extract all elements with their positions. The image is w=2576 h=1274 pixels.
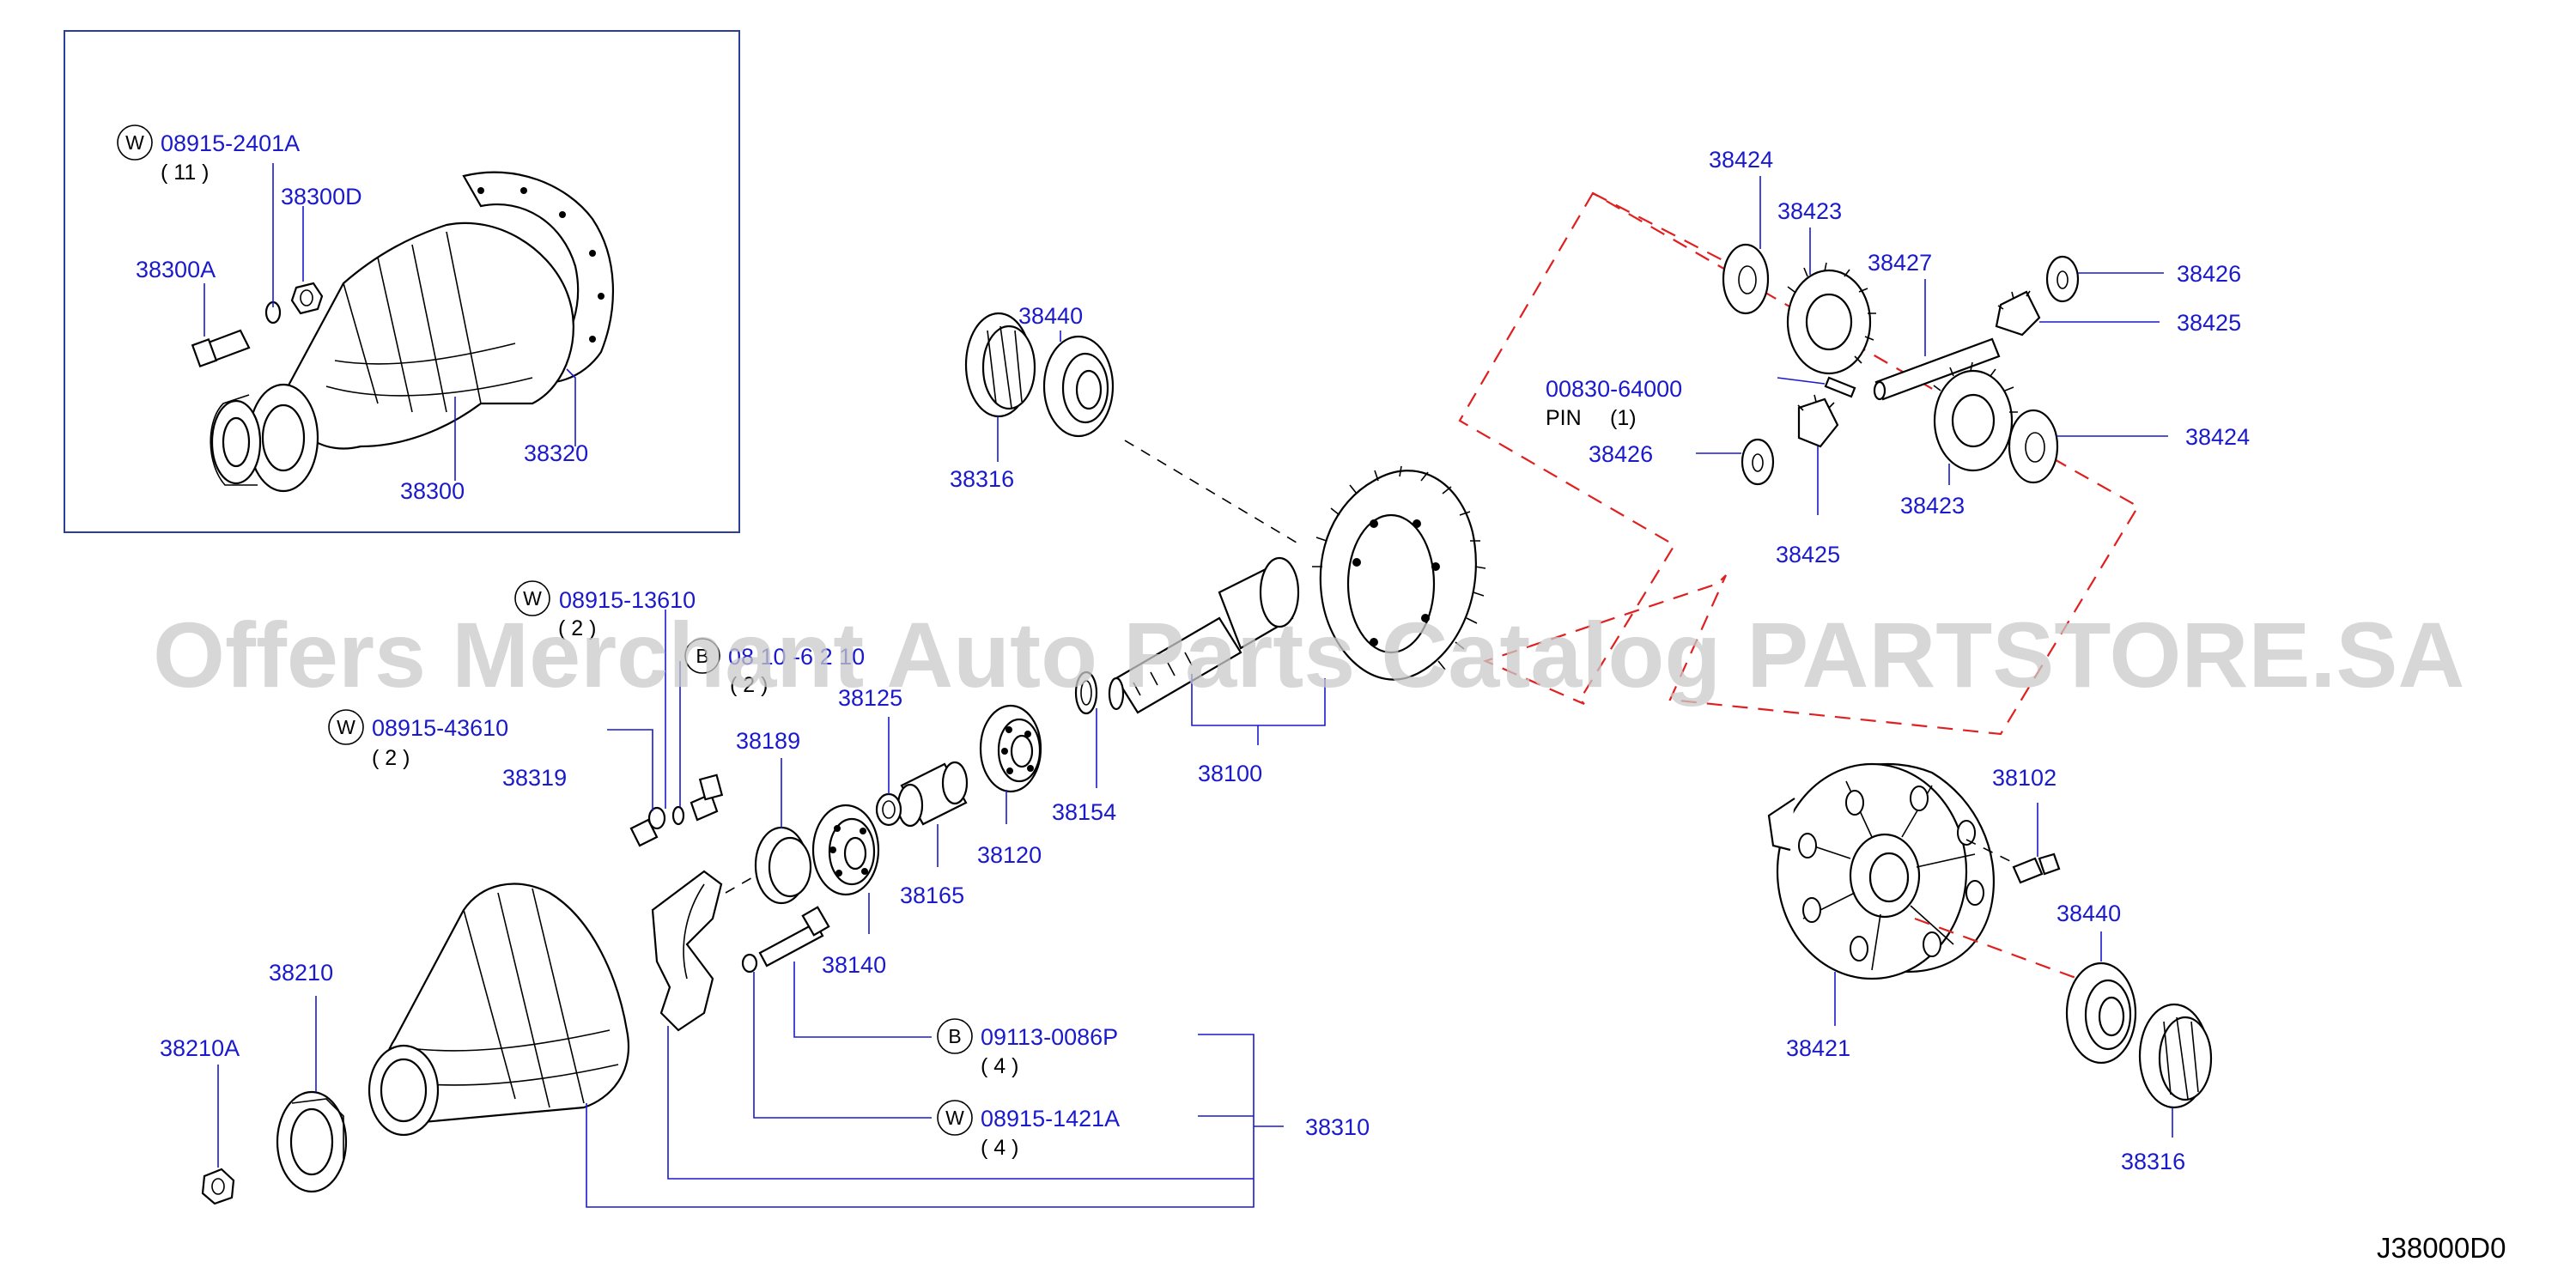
part-38154[interactable]: 38154 [1052, 799, 1116, 825]
part-38102[interactable]: 38102 [1992, 765, 2057, 791]
part-38140[interactable]: 38140 [822, 952, 886, 978]
pinion-shaft-38427 [1873, 337, 2001, 401]
spacer-38154 [1074, 670, 1098, 715]
bolt-symbol-2: B [937, 1018, 973, 1054]
carrier-assembly-drawing [191, 171, 615, 493]
part-38300A[interactable]: 38300A [136, 257, 216, 282]
thrust-washer-38424-right [2008, 409, 2059, 484]
diagram-code: J38000D0 [2377, 1232, 2506, 1264]
pin-qty: (1) [1610, 406, 1637, 430]
carrier-housing-38310 [368, 883, 629, 1137]
washer-symbol-4: W [937, 1100, 973, 1136]
part-38120[interactable]: 38120 [977, 842, 1042, 868]
side-retainer-38316-bottom [2138, 1003, 2213, 1109]
part-38440-top[interactable]: 38440 [1018, 303, 1083, 329]
inset-leaders [204, 163, 576, 481]
thrust-washer-38426-right [2045, 255, 2080, 303]
part-38424-right[interactable]: 38424 [2185, 424, 2250, 450]
collapsible-spacer-38165 [896, 761, 969, 828]
part-38125[interactable]: 38125 [838, 685, 902, 711]
svg-text:W: W [125, 131, 144, 154]
thrust-washer-38426-left [1741, 438, 1775, 486]
washer-symbol-2: W [514, 580, 550, 616]
part-38423-top[interactable]: 38423 [1777, 198, 1842, 224]
pinion-mate-38425-bottom [1797, 394, 1839, 448]
part-38316-bottom[interactable]: 38316 [2121, 1149, 2185, 1174]
inset-frame [64, 30, 740, 533]
part-38425-bottom[interactable]: 38425 [1776, 542, 1840, 567]
lock-pin [1824, 376, 1856, 398]
part-obscured-bolt[interactable]: 08 10 -6 2 10 [728, 644, 865, 670]
leader-38310 [586, 962, 1284, 1208]
part-38319[interactable]: 38319 [502, 765, 567, 791]
svg-text:B: B [696, 645, 708, 667]
part-38210A[interactable]: 38210A [160, 1035, 240, 1061]
bearing-race-38189 [754, 826, 812, 905]
qty-08915-43610: ( 2 ) [372, 746, 410, 770]
part-38427[interactable]: 38427 [1868, 250, 1932, 276]
part-38300D[interactable]: 38300D [281, 184, 362, 209]
part-00830-64000[interactable]: 00830-64000 [1546, 376, 1682, 402]
bolt-38102 [2012, 852, 2061, 884]
qty-obscured-bolt: ( 2 ) [730, 673, 768, 697]
side-bearing-38440-right [2065, 962, 2137, 1065]
part-08915-1421A[interactable]: 08915-1421A [981, 1106, 1120, 1131]
part-38423-bottom[interactable]: 38423 [1900, 493, 1965, 519]
part-38440-right[interactable]: 38440 [2057, 901, 2121, 926]
side-gear-38423-bottom [1933, 361, 2018, 472]
part-38189[interactable]: 38189 [736, 728, 800, 754]
qty-08915-13610: ( 2 ) [558, 616, 596, 640]
ring-gear-38100 [1312, 465, 1486, 681]
svg-text:W: W [523, 587, 542, 610]
shim-38125 [875, 792, 902, 827]
cap-washer-08915-1421A [741, 953, 758, 974]
part-09113-0086P[interactable]: 09113-0086P [981, 1024, 1118, 1050]
pinion-mate-38425-right [1995, 290, 2041, 337]
side-bearing-38440-top [1042, 335, 1115, 438]
side-gear-38423-top [1786, 262, 1876, 375]
part-38316-top[interactable]: 38316 [950, 466, 1014, 492]
part-38310[interactable]: 38310 [1305, 1114, 1370, 1140]
part-38100[interactable]: 38100 [1198, 761, 1262, 786]
side-retainer-38316-top [964, 312, 1036, 418]
bearing-cap-38310 [651, 870, 723, 1032]
cap-bolt-09113-0086P [758, 906, 830, 968]
part-38426-left[interactable]: 38426 [1589, 441, 1653, 467]
rear-bearing-38140 [811, 804, 880, 896]
thrust-washer-38424-top [1722, 243, 1770, 315]
part-38425-right[interactable]: 38425 [2177, 310, 2241, 336]
watermark: Offers Merchant Auto Parts Catalog PARTS… [153, 603, 2464, 707]
part-38300[interactable]: 38300 [400, 478, 465, 504]
part-38426-right[interactable]: 38426 [2177, 261, 2241, 287]
qty-08915-2401A: ( 11 ) [161, 161, 210, 185]
part-08915-13610[interactable]: 08915-13610 [559, 587, 696, 613]
svg-text:W: W [945, 1107, 964, 1129]
washer-symbol-3: W [328, 709, 364, 745]
companion-flange-38210 [276, 1090, 348, 1193]
part-38210[interactable]: 38210 [269, 960, 333, 986]
bolt-symbol-1: B [684, 638, 720, 674]
breather-38319 [629, 774, 724, 847]
part-08915-43610[interactable]: 08915-43610 [372, 715, 508, 741]
part-08915-2401A[interactable]: 08915-2401A [161, 130, 300, 156]
qty-08915-1421A: ( 4 ) [981, 1136, 1018, 1160]
svg-text:W: W [337, 716, 355, 738]
svg-text:B: B [948, 1025, 961, 1047]
drive-pinion-38100 [1108, 556, 1300, 714]
qty-09113-0086P: ( 4 ) [981, 1054, 1018, 1078]
part-38320[interactable]: 38320 [524, 440, 588, 466]
part-38165[interactable]: 38165 [900, 883, 964, 908]
flange-nut-38210A [201, 1168, 235, 1205]
part-38421[interactable]: 38421 [1786, 1035, 1850, 1061]
pin-label: PIN [1546, 406, 1582, 430]
washer-symbol-1: W [117, 124, 153, 161]
part-38424-top[interactable]: 38424 [1709, 147, 1773, 173]
front-bearing-38120 [979, 704, 1042, 793]
diff-case-38421 [1767, 762, 1995, 980]
